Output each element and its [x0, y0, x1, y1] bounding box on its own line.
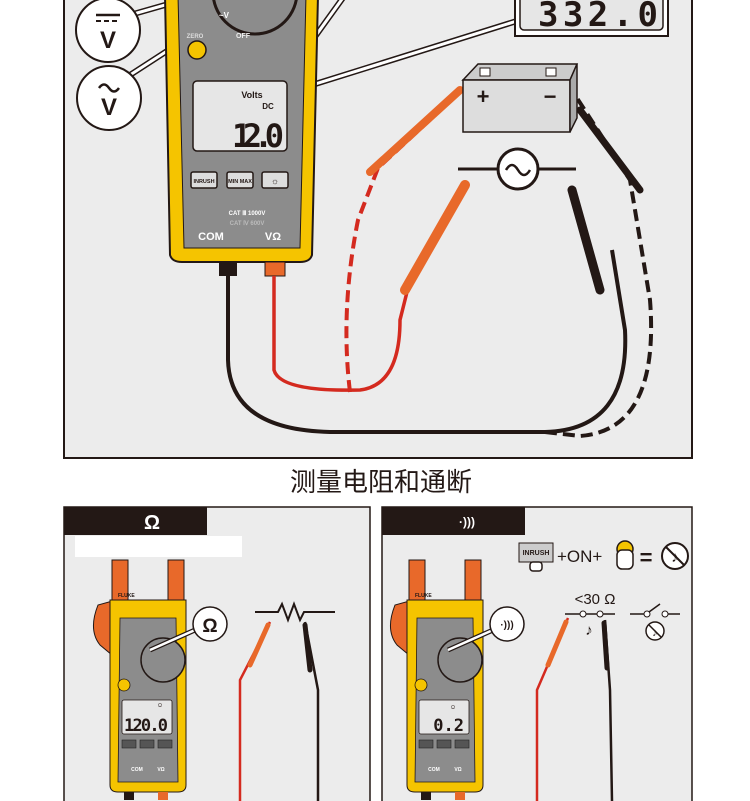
inrush-label: INRUSH — [193, 179, 214, 185]
backlight-icon: ☼ — [271, 176, 279, 186]
continuity-callout-label: ·))) — [500, 620, 513, 631]
resistor-icon — [255, 601, 335, 623]
resistance-panel: Ω FLUKE Ω 120.0 COM VΩ Ω — [63, 506, 371, 801]
red-test-lead[interactable] — [272, 229, 442, 392]
closed-switch-icon: ♪ — [565, 610, 615, 639]
continuity-panel: ·))) FLUKE Ω 0.2 COM VΩ ·))) INRUSH +ON+… — [381, 506, 693, 801]
brand-label: FLUKE — [118, 593, 135, 599]
resistance-header — [64, 507, 207, 535]
lcd-display — [192, 80, 288, 152]
ac-voltage-callout: V — [76, 65, 142, 131]
dc-voltage-callout: V — [75, 0, 141, 63]
ohm-header-icon: Ω — [144, 512, 160, 534]
ac-voltage-label: V — [101, 94, 117, 121]
min-max-label: MIN MAX — [228, 179, 252, 185]
threshold-label: <30 Ω — [575, 591, 616, 608]
svg-text:♪: ♪ — [671, 549, 679, 566]
section-title: 测量电阻和通断 — [290, 468, 472, 498]
display-value: 120.0 — [124, 716, 168, 736]
com-jack-label: COM — [131, 767, 143, 773]
rotary-dial[interactable] — [212, 0, 298, 36]
com-jack-label: COM — [428, 767, 440, 773]
black-test-lead[interactable] — [226, 249, 628, 434]
dial-zero-label: ZERO — [187, 34, 204, 40]
display-unit: Ω — [158, 703, 162, 709]
beeper-icon: ♪ — [585, 622, 593, 639]
cat-rating-2: CAT Ⅳ 600V — [230, 220, 265, 227]
continuity-header-icon: ·))) — [459, 515, 475, 529]
dc-voltage-label: V — [100, 27, 116, 54]
display-value: 12.0 — [232, 117, 284, 155]
clamp-meter-main: ~V ZERO OFF Volts DC 12.0 INRUSH MIN MAX… — [164, 0, 319, 277]
svg-text:♪: ♪ — [652, 627, 658, 639]
min-max-button[interactable] — [226, 171, 254, 189]
brand-label: FLUKE — [415, 593, 432, 599]
ac-source-icon — [458, 147, 576, 191]
ohm-callout-label: Ω — [202, 616, 217, 637]
formula-plus-on: +ON+ — [557, 547, 602, 566]
zero-button[interactable] — [187, 40, 207, 60]
battery-icon: + − — [461, 63, 579, 133]
formula-equals: = — [640, 545, 653, 570]
display-unit: Volts — [241, 90, 262, 100]
com-jack[interactable] — [219, 262, 237, 276]
dial-ac-label: ~V — [219, 11, 230, 20]
battery-minus: − — [544, 84, 557, 109]
red-probe[interactable] — [400, 180, 470, 295]
com-jack-label: COM — [198, 231, 224, 243]
continuity-header — [382, 507, 525, 535]
ac-wave-icon — [97, 83, 121, 93]
external-display-value: 332.0 — [538, 0, 658, 35]
v-jack-label: VΩ — [265, 231, 281, 243]
display-mode: DC — [262, 102, 274, 111]
top-panel — [63, 0, 693, 459]
dial-off-label: OFF — [236, 33, 251, 40]
v-jack[interactable] — [264, 261, 286, 277]
formula-button-label: INRUSH — [523, 550, 550, 557]
v-jack-label: VΩ — [454, 767, 461, 773]
inrush-button[interactable] — [190, 171, 218, 189]
continuity-callout — [489, 606, 525, 642]
beeper-muted-icon: ♪ — [661, 542, 689, 570]
display-value: 0.2 — [433, 716, 464, 736]
backlight-button[interactable] — [261, 171, 289, 189]
cat-rating-1: CAT Ⅲ 1000V — [229, 210, 266, 217]
ohm-callout — [192, 606, 228, 642]
black-probe[interactable] — [567, 185, 605, 295]
v-jack-label: VΩ — [157, 767, 164, 773]
open-switch-icon: ♪ — [630, 603, 680, 641]
external-display: 332.0 — [514, 0, 669, 37]
display-unit: Ω — [451, 705, 455, 711]
battery-plus: + — [477, 84, 490, 109]
